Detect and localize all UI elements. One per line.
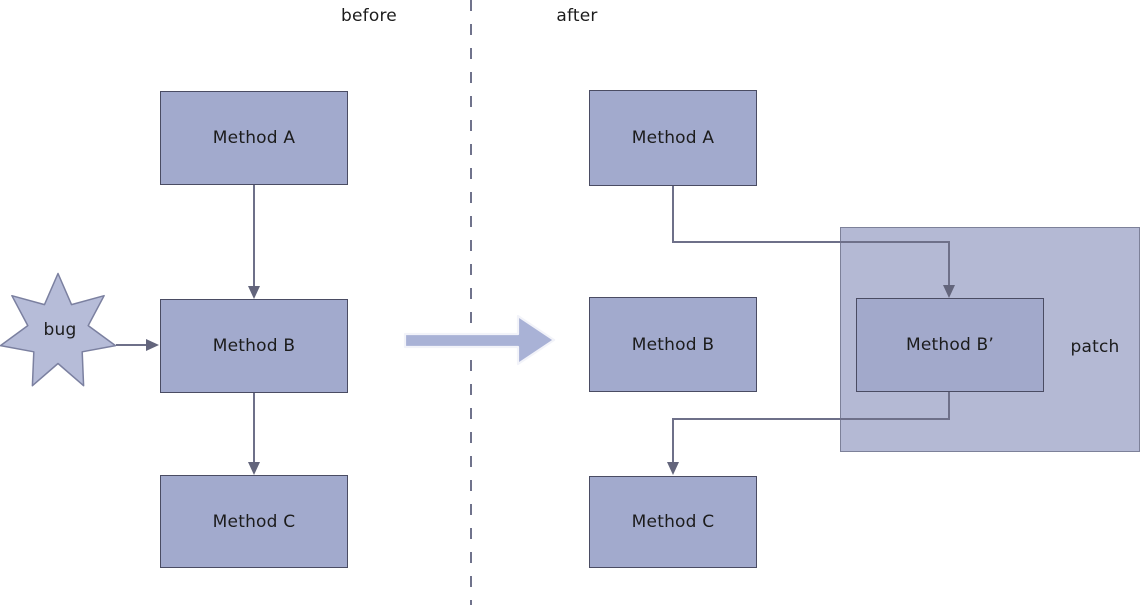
after-method-b-patched-label: Method B’	[905, 335, 995, 355]
before-section-label: before	[341, 6, 397, 26]
before-method-a-box: Method A	[160, 91, 348, 185]
before-method-b-label: Method B	[212, 336, 296, 356]
before-method-c-label: Method C	[212, 511, 296, 532]
before-method-b-box: Method B	[160, 299, 348, 393]
bug-label: bug	[43, 320, 77, 340]
after-method-a-box: Method A	[589, 90, 757, 186]
transform-arrow-icon	[403, 314, 556, 366]
arrowhead-before-a-b	[248, 286, 260, 299]
before-method-c-box: Method C	[160, 475, 348, 568]
after-section-label: after	[556, 6, 598, 26]
before-method-a-label: Method A	[212, 128, 296, 148]
arrowhead-after-bprime-c	[667, 462, 679, 475]
after-method-b-patched-box: Method B’	[856, 298, 1044, 392]
after-method-c-label: Method C	[631, 512, 715, 532]
arrowhead-bug-b	[146, 339, 159, 351]
after-method-a-label: Method A	[631, 128, 715, 148]
patch-label: patch	[1070, 337, 1120, 357]
after-method-c-box: Method C	[589, 476, 757, 568]
arrowhead-before-b-c	[248, 462, 260, 475]
after-method-b-label: Method B	[631, 334, 715, 355]
after-method-b-box: Method B	[589, 297, 757, 392]
